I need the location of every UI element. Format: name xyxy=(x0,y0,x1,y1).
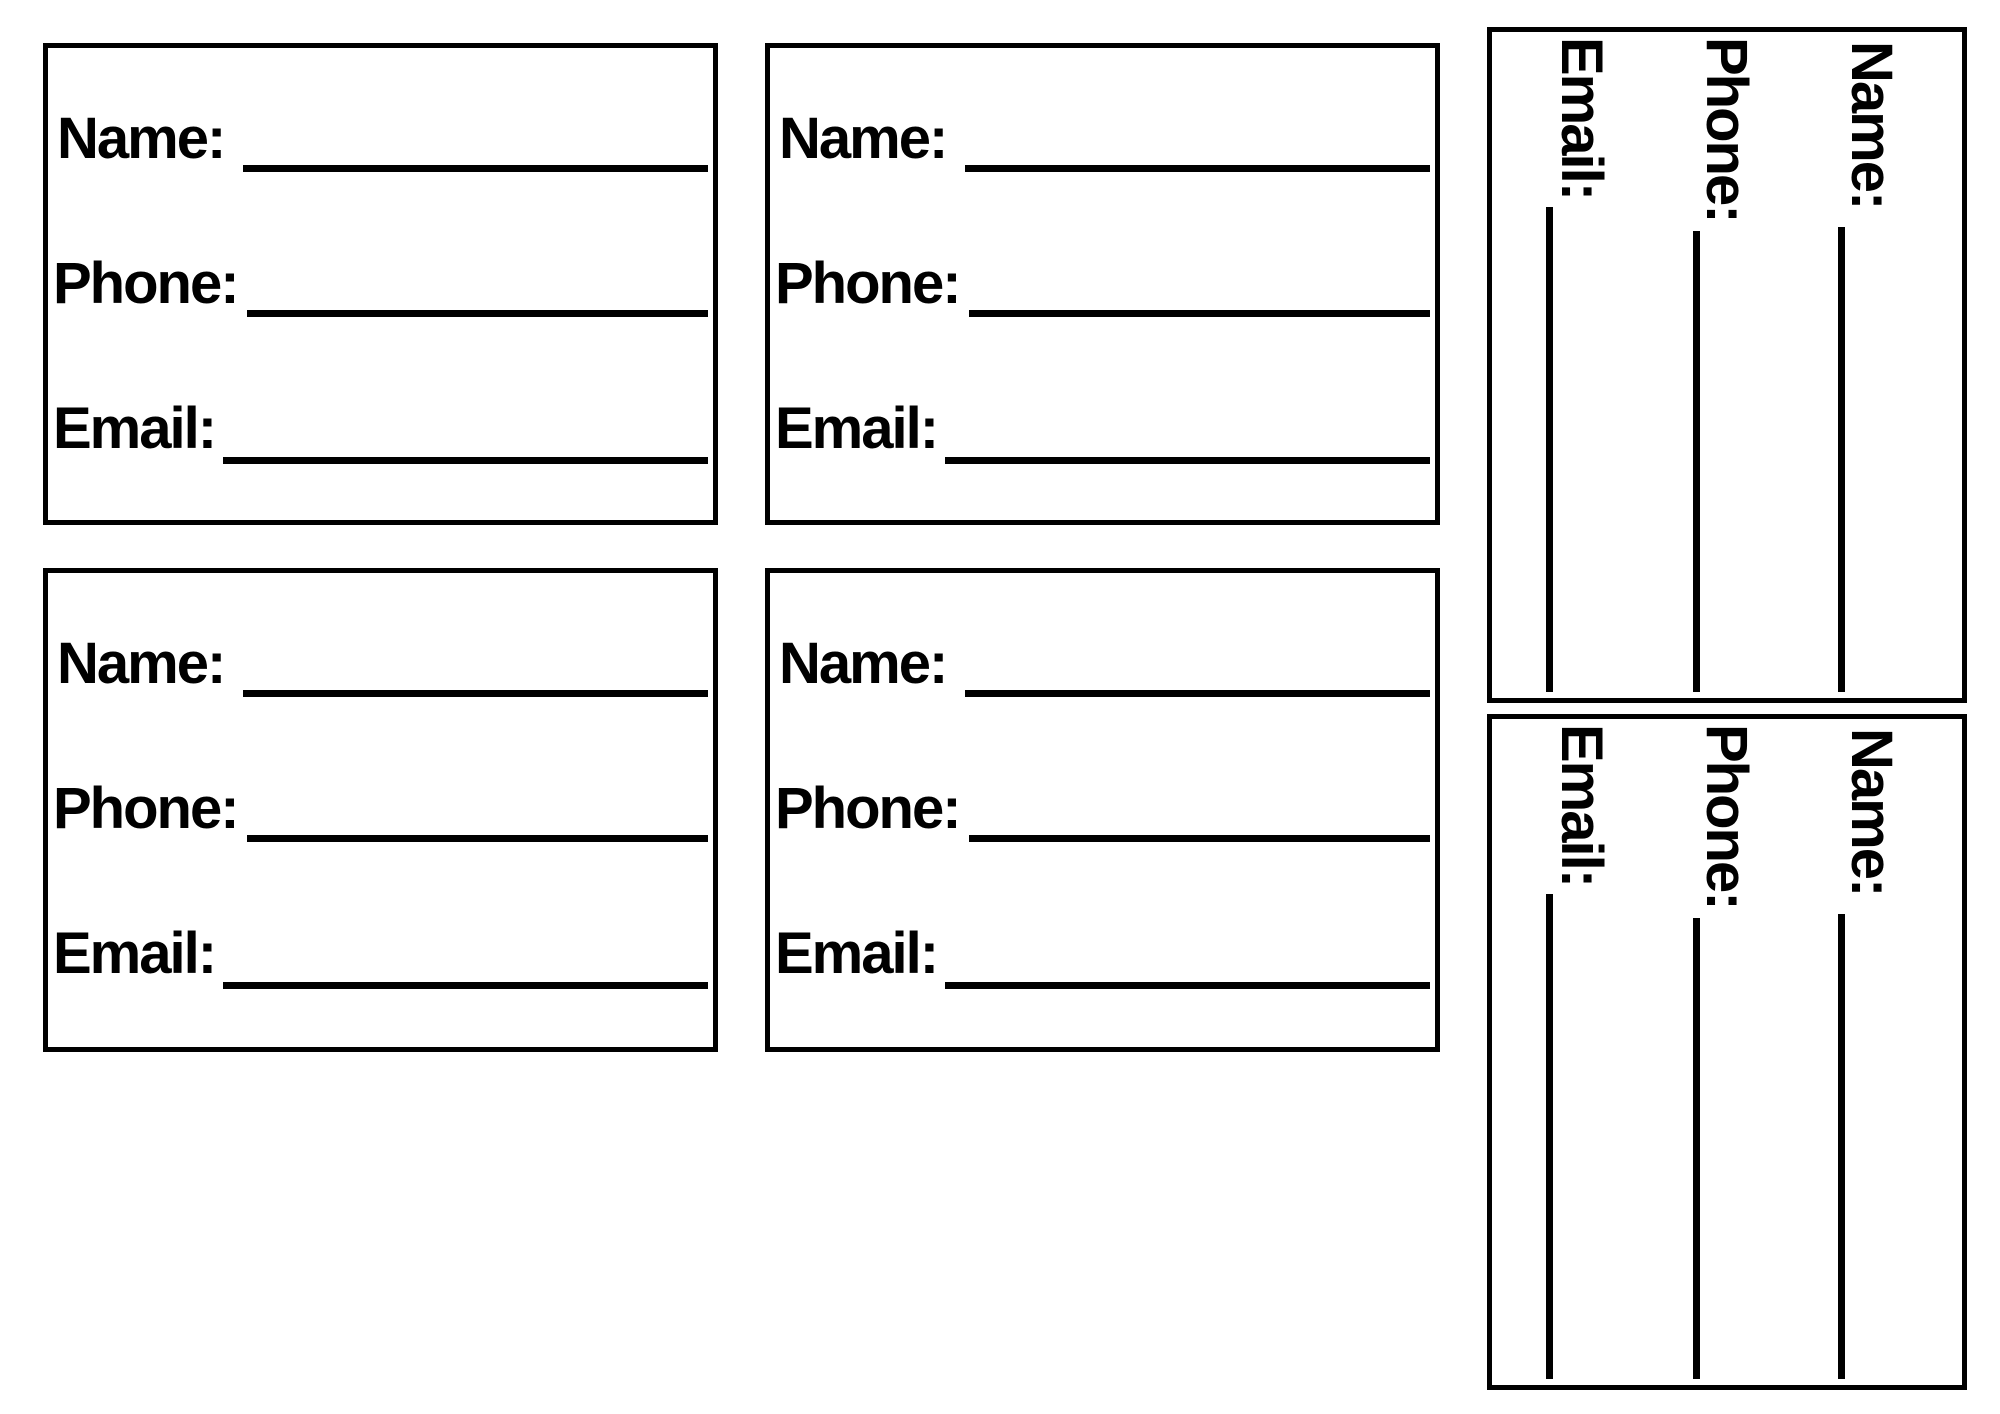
name-label: Name: xyxy=(779,106,948,171)
name-blank-line xyxy=(1838,227,1845,692)
name-blank-line xyxy=(965,165,1430,172)
card-content: Name: Phone: Email: xyxy=(770,48,1436,518)
card-content: Name: Phone: Email: xyxy=(1492,32,1962,698)
phone-blank-line xyxy=(1693,231,1700,692)
name-label: Name: xyxy=(57,631,226,696)
phone-blank-line xyxy=(969,835,1430,842)
name-blank-line xyxy=(1838,914,1845,1379)
phone-label: Phone: xyxy=(53,251,240,316)
email-blank-line xyxy=(223,982,708,989)
contact-card-1: Name: Phone: Email: xyxy=(43,43,718,525)
name-label: Name: xyxy=(57,106,226,171)
email-blank-line xyxy=(223,457,708,464)
contact-card-4: Name: Phone: Email: xyxy=(765,568,1440,1052)
email-label: Email: xyxy=(775,921,939,986)
name-label: Name: xyxy=(779,631,948,696)
card-content: Name: Phone: Email: xyxy=(770,573,1436,1043)
name-blank-line xyxy=(243,165,708,172)
name-blank-line xyxy=(243,690,708,697)
card-content: Name: Phone: Email: xyxy=(48,48,714,518)
email-label: Email: xyxy=(53,396,217,461)
email-blank-line xyxy=(1546,894,1553,1379)
contact-card-5-rotated: Name: Phone: Email: xyxy=(1487,27,1967,703)
phone-label: Phone: xyxy=(1694,37,1759,222)
card-content: Name: Phone: Email: xyxy=(1492,719,1962,1385)
contact-card-3: Name: Phone: Email: xyxy=(43,568,718,1052)
email-blank-line xyxy=(1546,207,1553,692)
phone-blank-line xyxy=(247,835,708,842)
phone-label: Phone: xyxy=(775,776,962,841)
phone-label: Phone: xyxy=(775,251,962,316)
phone-blank-line xyxy=(247,310,708,317)
email-label: Email: xyxy=(1549,724,1614,887)
email-label: Email: xyxy=(775,396,939,461)
card-content: Name: Phone: Email: xyxy=(48,573,714,1043)
phone-blank-line xyxy=(969,310,1430,317)
email-label: Email: xyxy=(1549,37,1614,200)
contact-card-2: Name: Phone: Email: xyxy=(765,43,1440,525)
name-label: Name: xyxy=(1839,728,1904,896)
phone-blank-line xyxy=(1693,918,1700,1379)
phone-label: Phone: xyxy=(1694,724,1759,909)
name-blank-line xyxy=(965,690,1430,697)
contact-card-6-rotated: Name: Phone: Email: xyxy=(1487,714,1967,1390)
name-label: Name: xyxy=(1839,41,1904,209)
email-label: Email: xyxy=(53,921,217,986)
email-blank-line xyxy=(945,457,1430,464)
phone-label: Phone: xyxy=(53,776,240,841)
email-blank-line xyxy=(945,982,1430,989)
